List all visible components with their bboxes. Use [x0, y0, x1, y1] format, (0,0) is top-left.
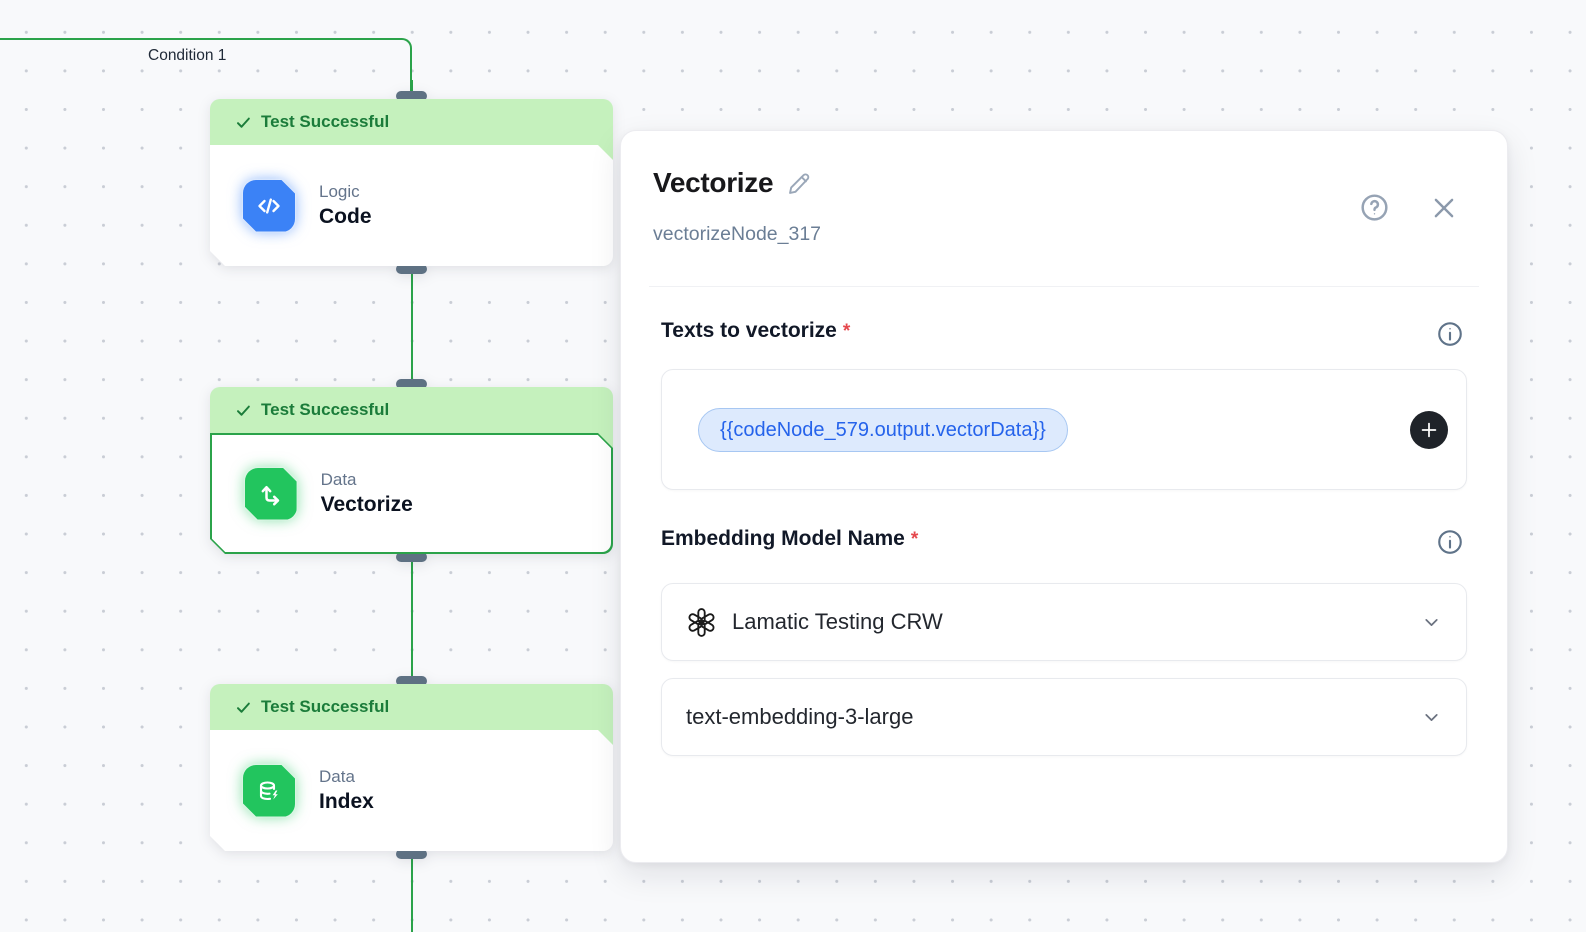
- condition-edge-label: Condition 1: [148, 47, 226, 65]
- plus-icon: [1418, 419, 1440, 441]
- node-name-label: Code: [319, 205, 372, 229]
- chevron-down-icon: [1421, 707, 1442, 728]
- node-code[interactable]: Test Successful Logic Code: [210, 99, 613, 266]
- embedding-field-label: Embedding Model Name: [661, 527, 905, 551]
- node-category-label: Logic: [319, 182, 372, 202]
- node-vectorize[interactable]: Test Successful Data: [210, 387, 613, 554]
- vectorize-icon: [245, 468, 297, 520]
- info-icon[interactable]: [1435, 319, 1465, 349]
- node-category-label: Data: [321, 470, 413, 490]
- embedding-model-dropdown[interactable]: text-embedding-3-large: [661, 678, 1467, 756]
- edit-pencil-icon[interactable]: [786, 170, 813, 197]
- node-body-selected[interactable]: Data Vectorize: [210, 433, 613, 554]
- node-category-label: Data: [319, 767, 374, 787]
- texts-to-vectorize-field[interactable]: {{codeNode_579.output.vectorData}}: [661, 369, 1467, 490]
- texts-field-label: Texts to vectorize: [661, 319, 837, 343]
- panel-title: Vectorize: [653, 167, 773, 199]
- variable-pill[interactable]: {{codeNode_579.output.vectorData}}: [698, 408, 1068, 452]
- test-status-banner: Test Successful: [210, 99, 613, 145]
- provider-credential-value: Lamatic Testing CRW: [732, 609, 943, 635]
- chevron-down-icon: [1421, 612, 1442, 633]
- required-asterisk: *: [843, 321, 850, 343]
- node-body[interactable]: Logic Code: [210, 145, 613, 266]
- node-body[interactable]: Data Index: [210, 730, 613, 851]
- node-name-label: Index: [319, 790, 374, 814]
- test-status-banner: Test Successful: [210, 387, 613, 433]
- node-config-panel: Vectorize vectorizeNode_317 Texts to vec…: [620, 130, 1508, 863]
- test-status-label: Test Successful: [261, 400, 389, 420]
- check-icon: [235, 402, 252, 419]
- embedding-model-value: text-embedding-3-large: [686, 704, 913, 730]
- close-icon[interactable]: [1429, 193, 1459, 223]
- code-icon: [243, 180, 295, 232]
- node-id-subtitle: vectorizeNode_317: [653, 223, 821, 246]
- index-icon: [243, 765, 295, 817]
- add-text-button[interactable]: [1410, 411, 1448, 449]
- check-icon: [235, 699, 252, 716]
- provider-credential-dropdown[interactable]: Lamatic Testing CRW: [661, 583, 1467, 661]
- required-asterisk: *: [911, 529, 918, 551]
- info-icon[interactable]: [1435, 527, 1465, 557]
- openai-logo-icon: [686, 607, 717, 638]
- help-icon[interactable]: [1358, 191, 1391, 224]
- test-status-label: Test Successful: [261, 112, 389, 132]
- divider: [649, 286, 1479, 287]
- test-status-label: Test Successful: [261, 697, 389, 717]
- test-status-banner: Test Successful: [210, 684, 613, 730]
- node-name-label: Vectorize: [321, 493, 413, 517]
- check-icon: [235, 114, 252, 131]
- node-index[interactable]: Test Successful Data: [210, 684, 613, 851]
